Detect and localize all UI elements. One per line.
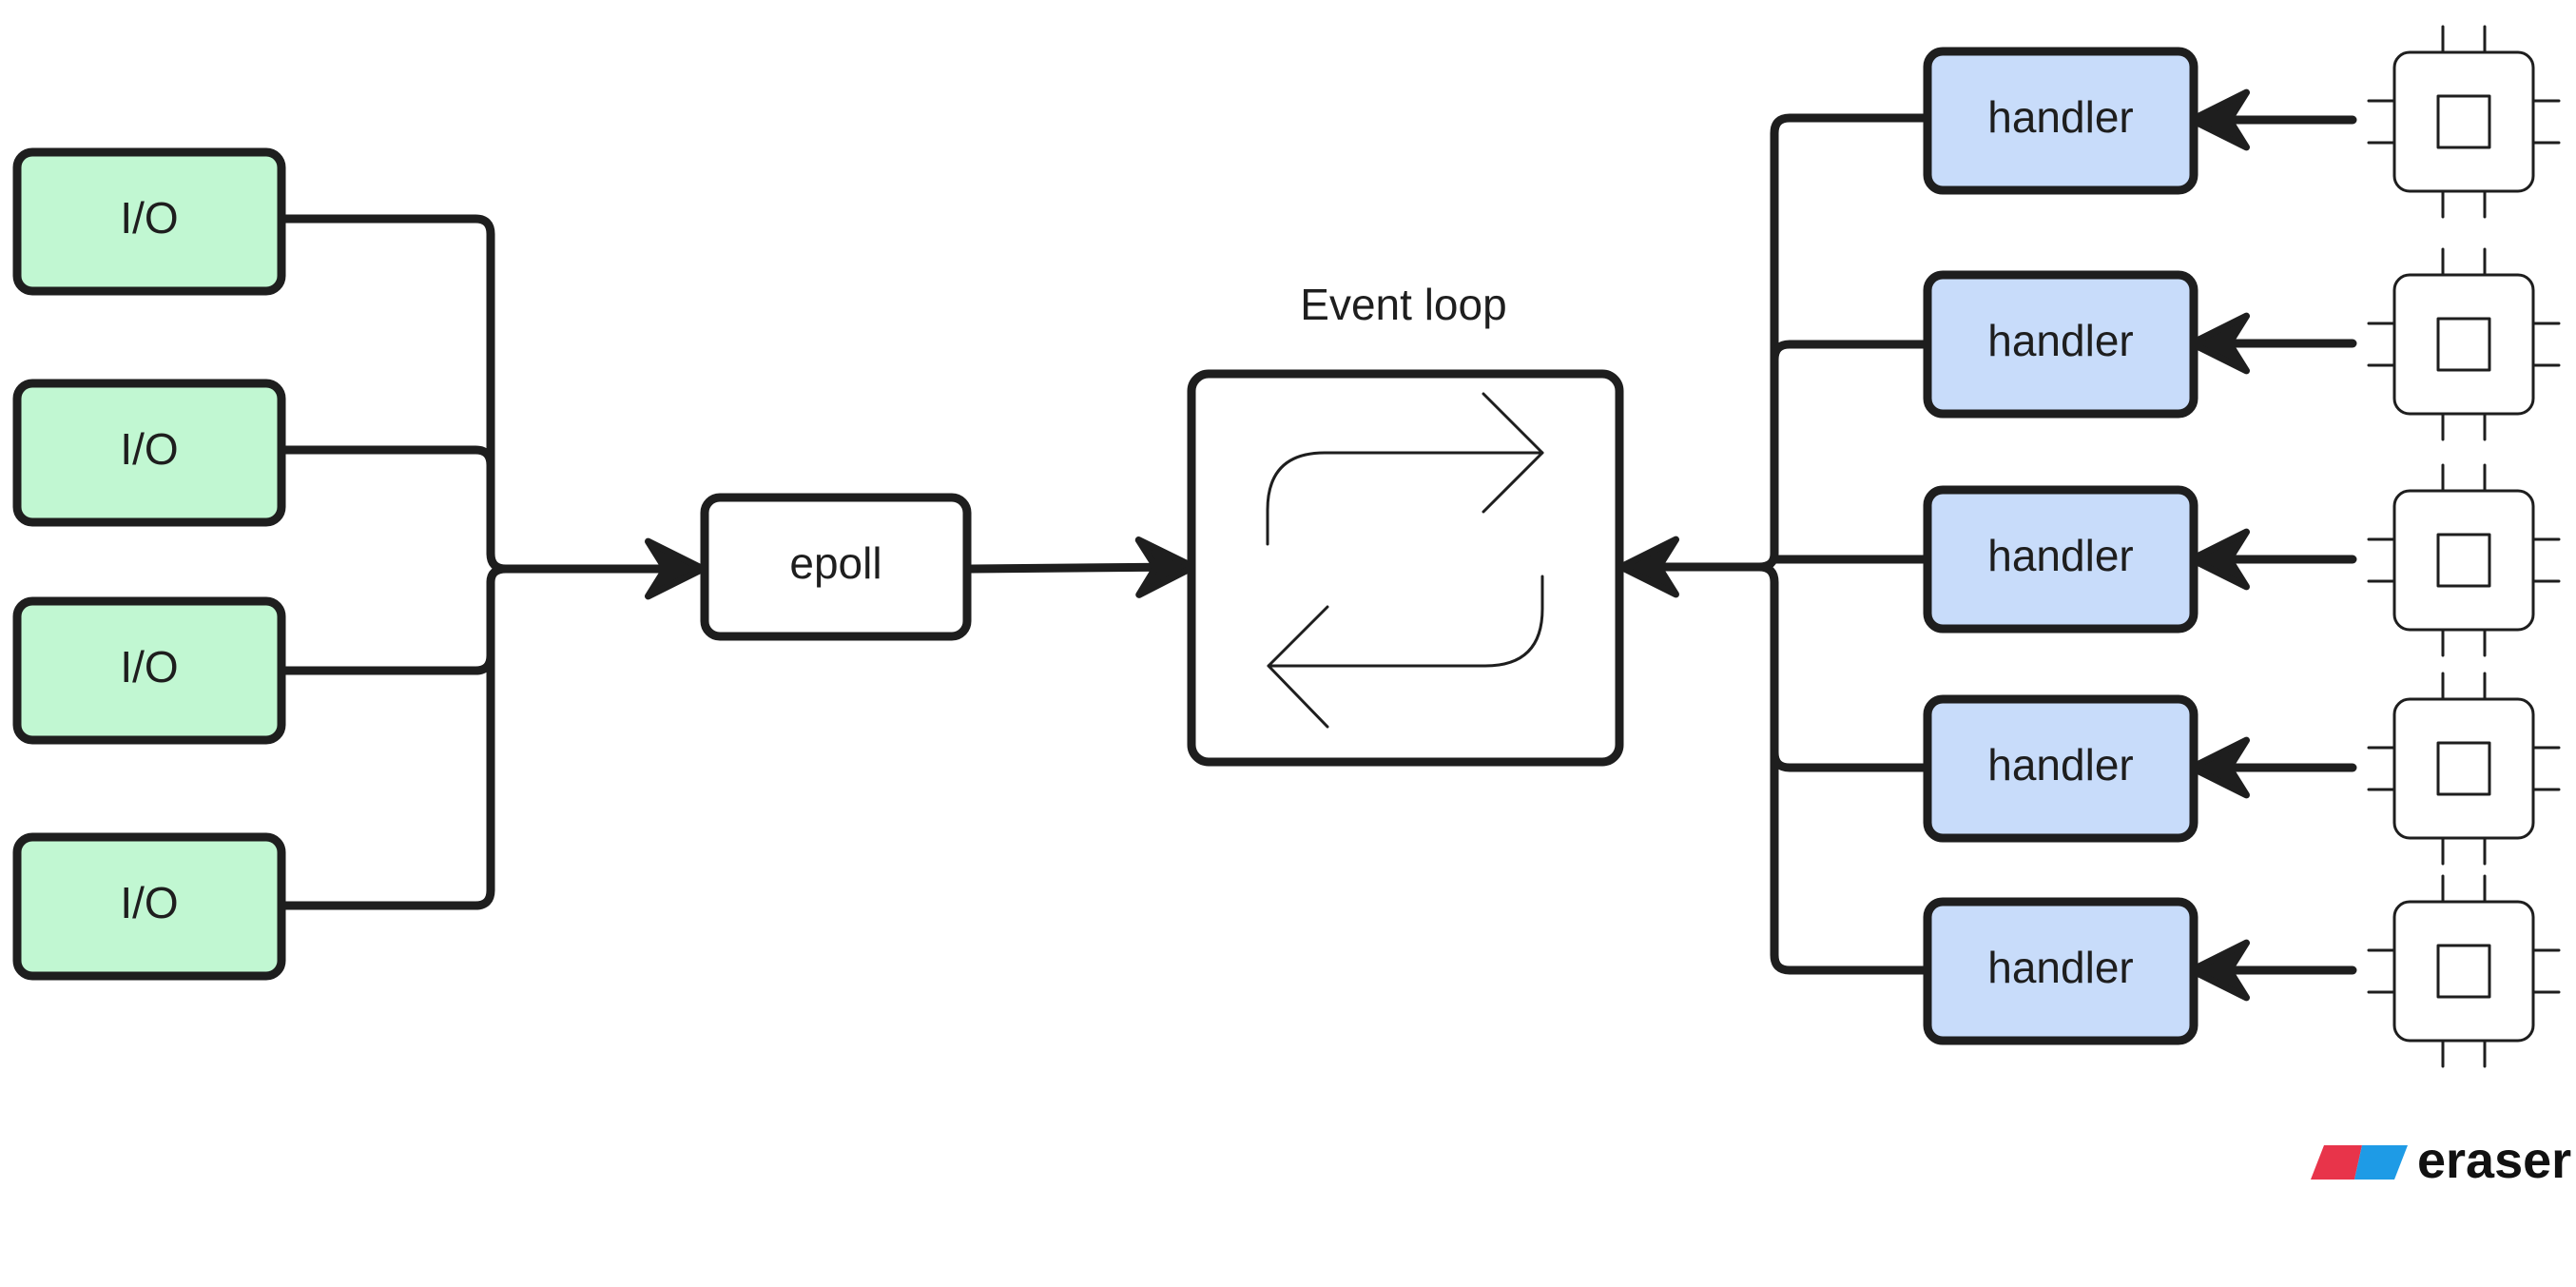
handler-node[interactable]: handler [1923,47,2198,195]
connector-handler-5 [1770,748,1929,975]
chip-connectors [2188,88,2357,1002]
connector-handler-4 [1754,562,1929,772]
io-node-label: I/O [120,642,178,692]
epoll-node-label: epoll [789,538,881,588]
handler-node-label: handler [1987,943,2133,992]
handler-node-box [1923,897,2198,1045]
handler-node-box [1923,485,2198,634]
chip-icon [2367,874,2561,1068]
logo-blue-shape [2354,1145,2408,1180]
io-node[interactable]: I/O [12,379,286,527]
connector-handler-2 [1770,340,1929,364]
logo-red-shape [2311,1145,2362,1180]
epoll-connector [967,536,1197,598]
chip-icon [2367,672,2561,866]
event-loop-box [1187,369,1624,767]
io-node-box [12,832,286,981]
brand-name: eraser [2417,1132,2571,1189]
chip-icon [2367,463,2561,657]
handler-connectors [1617,113,1929,975]
io-node-box [12,147,286,296]
connector-io-4 [279,577,495,910]
chip-icon [2367,25,2561,219]
event-loop-title: Event loop [1300,280,1506,329]
io-node-label: I/O [120,424,178,474]
handler-node[interactable]: handler [1923,270,2198,419]
handler-node-box [1923,47,2198,195]
connector-io-3 [279,564,511,675]
arrow-epoll-to-event-loop [967,536,1197,598]
handler-node-label: handler [1987,531,2133,580]
refresh-loop-icon [1266,392,1544,729]
connector-io-2 [279,445,495,558]
handler-node-label: handler [1987,740,2133,790]
handler-node[interactable]: handler [1923,694,2198,843]
chip-icon [2367,247,2561,441]
epoll-node-box [700,493,972,641]
handler-node-box [1923,270,2198,419]
io-node-box [12,379,286,527]
io-connectors [279,214,707,910]
io-node-label: I/O [120,193,178,243]
io-node-box [12,596,286,745]
epoll-node[interactable]: epoll [700,493,972,641]
eraser-logo: eraser [2311,1132,2571,1189]
event-loop-node[interactable] [1187,369,1624,767]
handler-node-label: handler [1987,92,2133,142]
io-node-label: I/O [120,878,178,927]
handler-node-box [1923,694,2198,843]
handler-node-label: handler [1987,316,2133,365]
handler-node[interactable]: handler [1923,897,2198,1045]
handler-node[interactable]: handler [1923,485,2198,634]
io-node[interactable]: I/O [12,596,286,745]
io-node[interactable]: I/O [12,147,286,296]
io-node[interactable]: I/O [12,832,286,981]
